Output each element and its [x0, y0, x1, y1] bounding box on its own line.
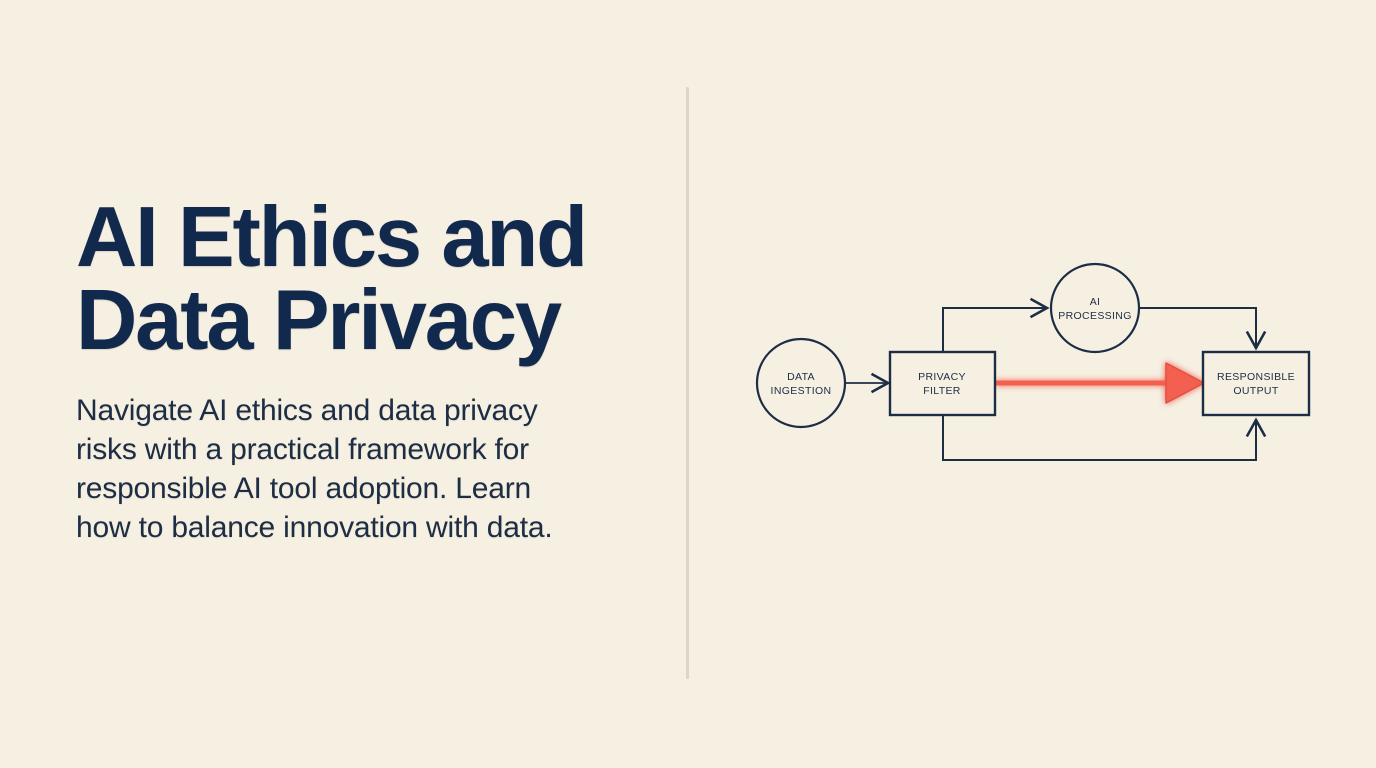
- flow-diagram: DATA INGESTION PRIVACY FILTER AI PROCESS…: [720, 230, 1360, 510]
- connector-processing-to-output: [1139, 307, 1267, 351]
- flow-diagram-svg: DATA INGESTION PRIVACY FILTER AI PROCESS…: [755, 262, 1311, 461]
- node-responsible-output-label-line1: RESPONSIBLE: [1217, 371, 1295, 383]
- node-ai-processing[interactable]: AI PROCESSING: [1049, 262, 1141, 354]
- node-ai-processing-label-line1: AI: [1090, 296, 1101, 308]
- text-column: AI Ethics and Data Privacy Navigate AI e…: [76, 190, 636, 547]
- connector-feedback-loop: [942, 415, 1267, 461]
- page-subtitle: Navigate AI ethics and data privacy risk…: [76, 393, 553, 544]
- connector-filter-to-output-highlight: [995, 362, 1205, 404]
- node-responsible-output[interactable]: RESPONSIBLE OUTPUT: [1201, 350, 1311, 417]
- node-responsible-output-label-line2: OUTPUT: [1233, 385, 1279, 397]
- node-data-ingestion-label-line2: INGESTION: [771, 385, 832, 397]
- vertical-divider: [686, 87, 689, 679]
- node-privacy-filter-label-line1: PRIVACY: [918, 371, 966, 383]
- node-data-ingestion-label-line1: DATA: [787, 371, 815, 383]
- node-ai-processing-label-line2: PROCESSING: [1058, 310, 1132, 322]
- page-title: AI Ethics and Data Privacy: [76, 190, 588, 369]
- node-privacy-filter-label-line2: FILTER: [923, 385, 961, 397]
- node-privacy-filter[interactable]: PRIVACY FILTER: [888, 350, 997, 417]
- connector-filter-to-processing: [942, 297, 1050, 352]
- node-data-ingestion[interactable]: DATA INGESTION: [755, 337, 847, 429]
